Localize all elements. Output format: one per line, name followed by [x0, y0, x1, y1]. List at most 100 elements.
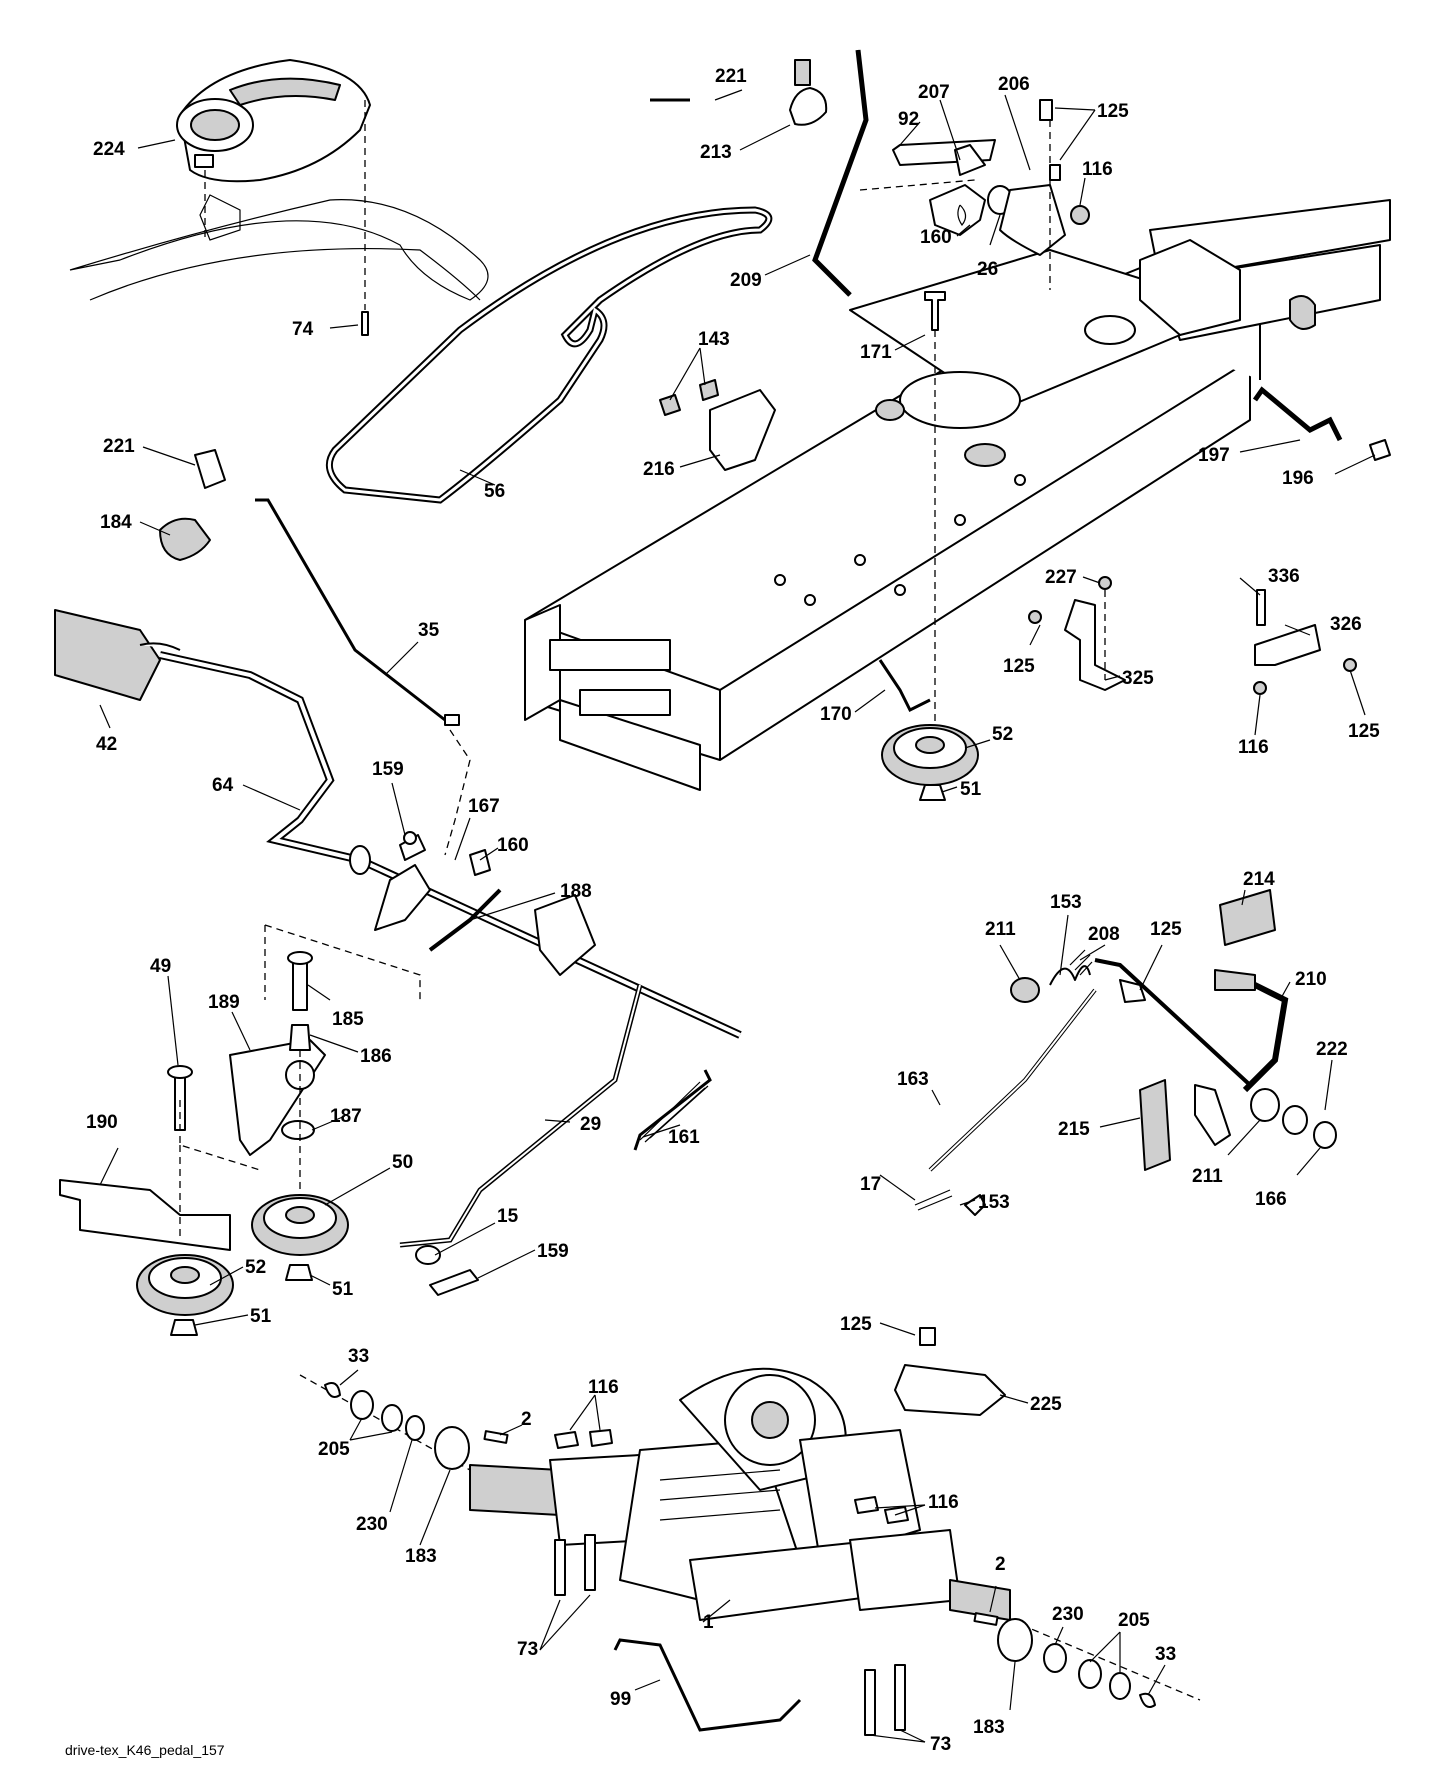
- label-116b: 116: [1238, 737, 1269, 758]
- label-222: 222: [1316, 1039, 1348, 1060]
- bolt-171: [924, 291, 946, 730]
- label-125c: 125: [1348, 721, 1380, 742]
- label-336: 336: [1268, 566, 1300, 587]
- label-35: 35: [418, 620, 440, 641]
- label-171: 171: [860, 342, 892, 363]
- label-116: 116: [1082, 159, 1113, 180]
- rod-197: [1252, 386, 1391, 461]
- label-163: 163: [897, 1069, 929, 1090]
- label-51c: 51: [250, 1306, 272, 1327]
- label-73: 73: [517, 1639, 538, 1660]
- label-116d: 116: [928, 1492, 959, 1513]
- axle-hardware-left: [324, 1382, 613, 1596]
- label-143: 143: [698, 329, 730, 350]
- label-326: 326: [1330, 614, 1362, 635]
- label-17: 17: [860, 1174, 881, 1195]
- part-labels: 224 74 221 213 207 92 206 125 116 160 26…: [86, 66, 1380, 1755]
- axle-hardware-right: [854, 1496, 1156, 1736]
- label-64: 64: [212, 775, 234, 796]
- label-52b: 52: [245, 1257, 266, 1278]
- label-214: 214: [1243, 869, 1275, 890]
- diagram-caption: drive-tex_K46_pedal_157: [65, 1742, 225, 1758]
- label-26: 26: [977, 259, 998, 280]
- label-207: 207: [918, 82, 950, 103]
- label-210: 210: [1295, 969, 1327, 990]
- label-205: 205: [318, 1439, 350, 1460]
- label-52: 52: [992, 724, 1013, 745]
- bracket-225: [894, 1327, 1006, 1416]
- label-42: 42: [96, 734, 117, 755]
- pedal-assembly: [914, 889, 1337, 1216]
- left-pulley-stack: [59, 951, 349, 1336]
- label-205b: 205: [1118, 1610, 1150, 1631]
- label-1: 1: [703, 1612, 714, 1633]
- label-230: 230: [356, 1514, 388, 1535]
- label-56: 56: [484, 481, 505, 502]
- label-230b: 230: [1052, 1604, 1084, 1625]
- washer-pin-lower: [415, 1245, 479, 1296]
- label-29: 29: [580, 1114, 601, 1135]
- label-73b: 73: [930, 1734, 951, 1755]
- label-227: 227: [1045, 567, 1077, 588]
- chassis-frame: [524, 199, 1391, 791]
- label-153: 153: [1050, 892, 1082, 913]
- label-125b: 125: [1003, 656, 1035, 677]
- idler-pulley-right: [878, 659, 979, 801]
- label-159: 159: [372, 759, 404, 780]
- label-2: 2: [521, 1409, 532, 1430]
- label-166: 166: [1255, 1189, 1287, 1210]
- drive-belt: [325, 206, 773, 504]
- label-33: 33: [348, 1346, 369, 1367]
- label-213: 213: [700, 142, 732, 163]
- label-161: 161: [668, 1127, 700, 1148]
- label-125e: 125: [840, 1314, 872, 1335]
- label-224: 224: [93, 139, 125, 160]
- label-183b: 183: [973, 1717, 1005, 1738]
- label-221: 221: [715, 66, 747, 87]
- bracket-216: [659, 379, 776, 471]
- label-187: 187: [330, 1106, 362, 1127]
- rod-99: [613, 1638, 802, 1732]
- label-215: 215: [1058, 1119, 1090, 1140]
- label-92: 92: [898, 109, 919, 130]
- label-167: 167: [468, 796, 500, 817]
- label-170: 170: [820, 704, 852, 725]
- label-209: 209: [730, 270, 762, 291]
- label-216: 216: [643, 459, 675, 480]
- label-185: 185: [332, 1009, 364, 1030]
- label-190: 190: [86, 1112, 118, 1133]
- label-51b: 51: [332, 1279, 354, 1300]
- label-125d: 125: [1150, 919, 1182, 940]
- label-208: 208: [1088, 924, 1120, 945]
- label-196: 196: [1282, 468, 1314, 489]
- label-325: 325: [1122, 668, 1154, 689]
- hood-console: [69, 59, 489, 336]
- label-189: 189: [208, 992, 240, 1013]
- steering-lever-group: [54, 449, 742, 1039]
- label-15: 15: [497, 1206, 519, 1227]
- label-160: 160: [920, 227, 952, 248]
- label-225: 225: [1030, 1394, 1062, 1415]
- leader-lines: [99, 89, 1376, 1743]
- label-188: 188: [560, 881, 592, 902]
- label-211b: 211: [1192, 1166, 1223, 1187]
- label-116c: 116: [588, 1377, 619, 1398]
- bracket-325: [1028, 576, 1126, 691]
- label-33b: 33: [1155, 1644, 1176, 1665]
- label-159b: 159: [537, 1241, 569, 1262]
- bracket-326: [1253, 589, 1357, 695]
- label-50: 50: [392, 1152, 413, 1173]
- label-206: 206: [998, 74, 1030, 95]
- label-186: 186: [360, 1046, 392, 1067]
- label-221b: 221: [103, 436, 135, 457]
- speed-lever-assembly: [650, 49, 1090, 297]
- linkage-parts: [264, 729, 596, 1000]
- label-184: 184: [100, 512, 132, 533]
- label-153b: 153: [978, 1192, 1010, 1213]
- label-183: 183: [405, 1546, 437, 1567]
- frame-holes: [549, 474, 1026, 716]
- label-74: 74: [292, 319, 314, 340]
- label-51: 51: [960, 779, 982, 800]
- label-49: 49: [150, 956, 171, 977]
